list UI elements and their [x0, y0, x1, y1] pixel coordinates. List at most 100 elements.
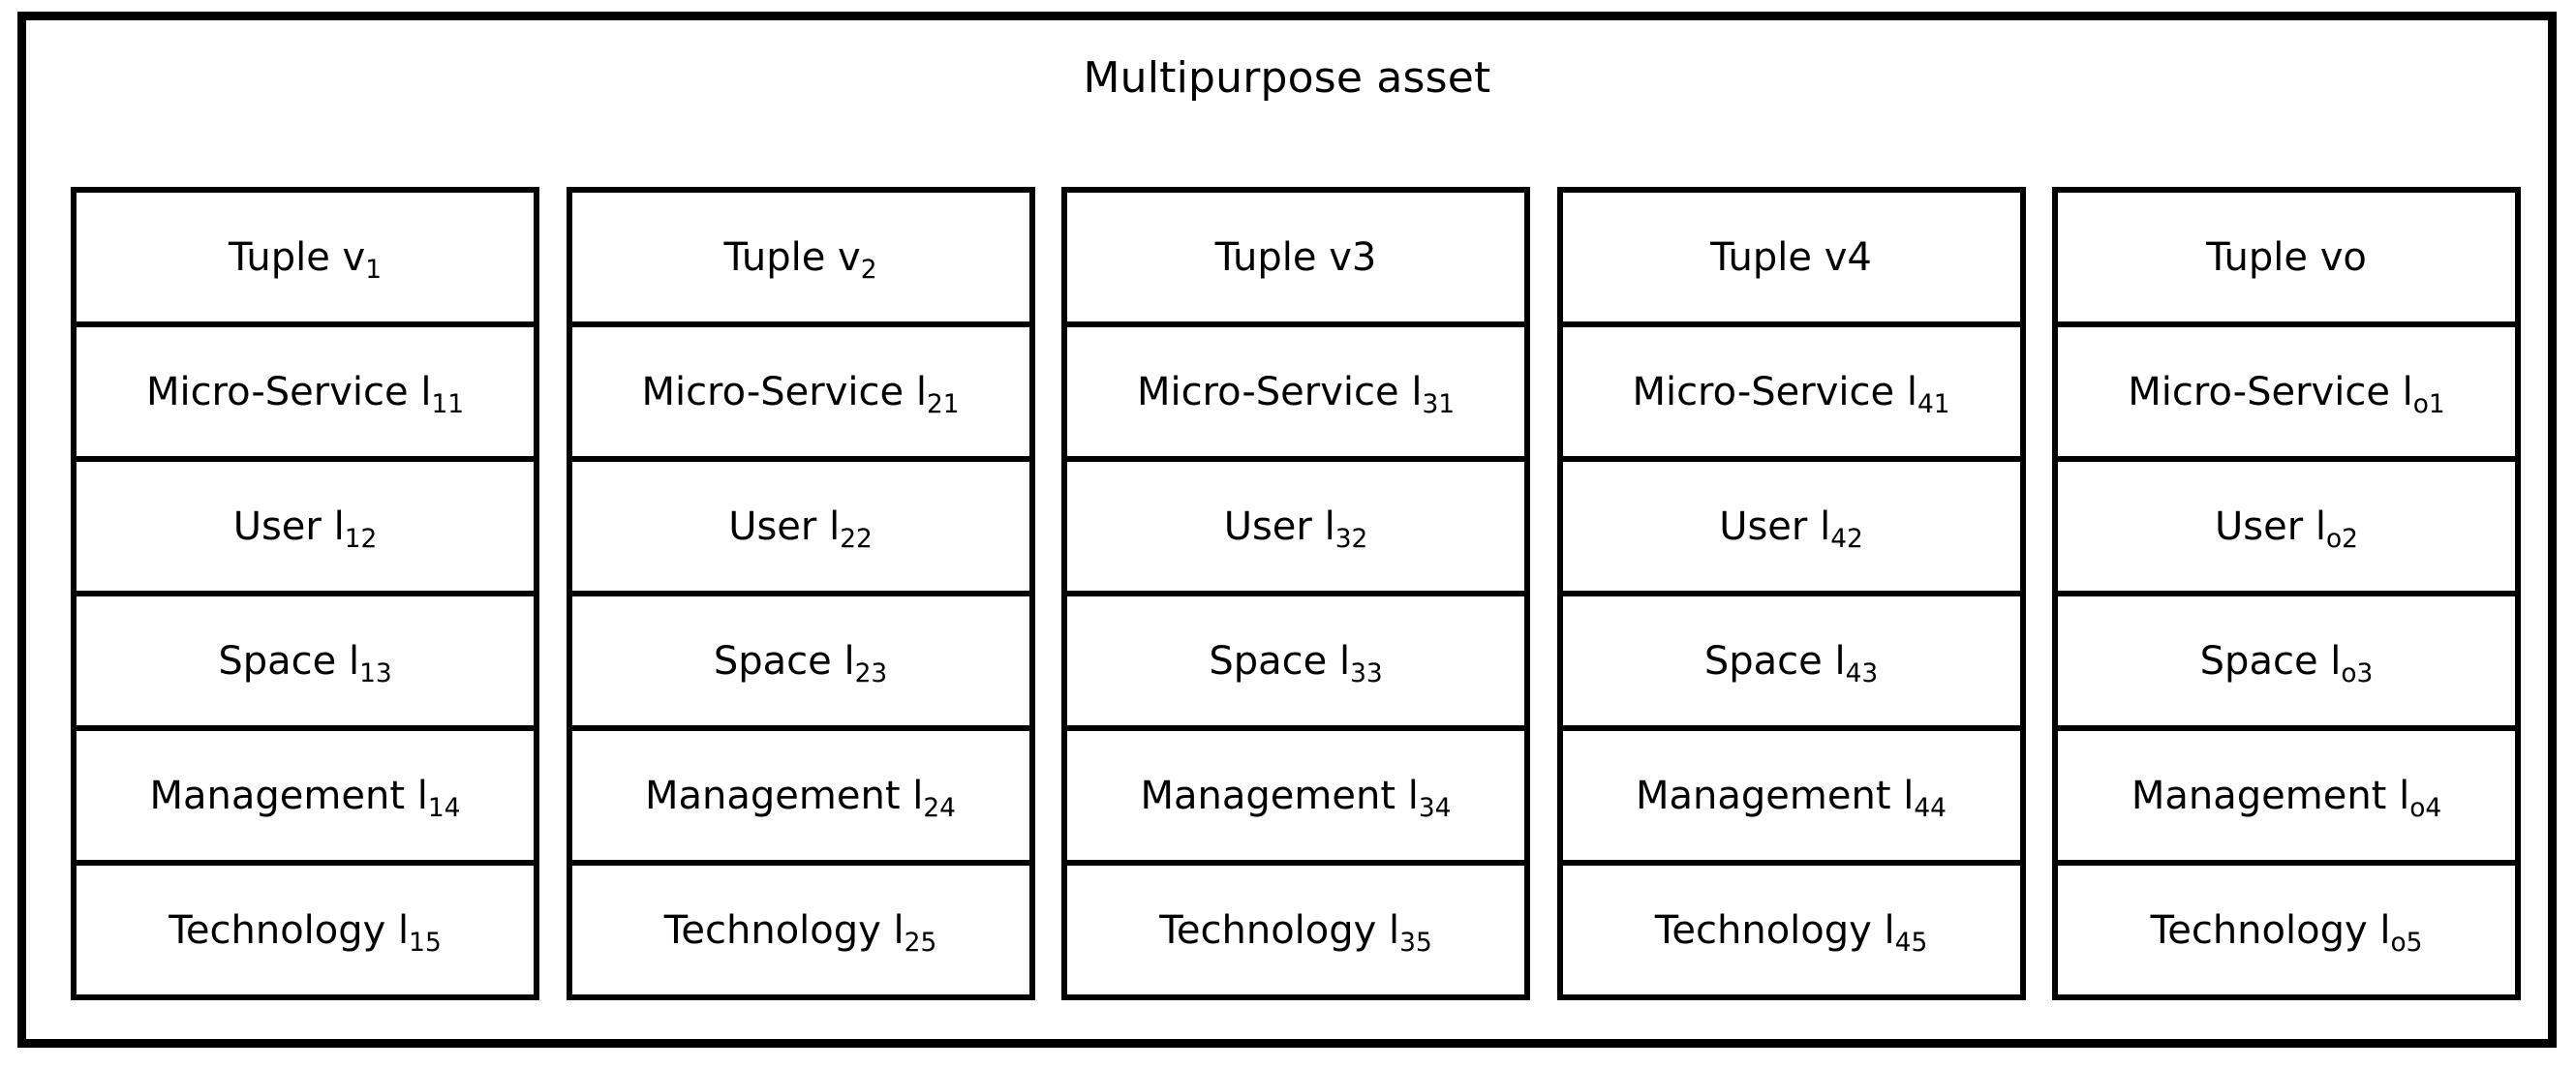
- cell-symbol: l: [1906, 369, 1917, 414]
- cell-label: Tuple v2: [723, 234, 876, 284]
- cell-subscript: 33: [1350, 657, 1383, 688]
- cell-label: Space l13: [218, 638, 391, 687]
- cell-base-text: Tuple: [1214, 234, 1317, 280]
- cell-base-text: Space: [2199, 638, 2318, 684]
- cell-base-text: Management: [1140, 773, 1396, 818]
- cell-label: Technology l35: [1159, 907, 1432, 957]
- cell-subscript: o3: [2341, 657, 2374, 688]
- cell-subscript: 44: [1914, 792, 1947, 823]
- attribute-cell: Technology l45: [1556, 860, 2026, 1000]
- cell-base-text: Micro-Service: [1136, 369, 1399, 414]
- cell-subscript: 41: [1917, 388, 1950, 419]
- attribute-cell: Technology l25: [566, 860, 1035, 1000]
- cell-subscript: 15: [409, 927, 442, 958]
- cell-label: Space l23: [714, 638, 887, 687]
- cell-subscript: 21: [926, 388, 960, 419]
- cell-subscript: 35: [1399, 927, 1432, 958]
- cell-label: Tuple v1: [228, 234, 382, 284]
- cell-symbol: l: [398, 907, 410, 953]
- cell-label: Management l24: [645, 775, 956, 822]
- cell-symbol: l: [420, 369, 432, 414]
- cell-subscript: 2: [860, 254, 877, 285]
- cell-subscript: 23: [854, 657, 888, 688]
- cell-base-text: Space: [1703, 638, 1823, 684]
- cell-label: User lo2: [2215, 504, 2358, 553]
- cell-label: Technology l45: [1655, 909, 1928, 957]
- attribute-cell: Management l14: [71, 725, 539, 866]
- cell-base-text: Micro-Service: [641, 369, 905, 414]
- cell-base-text: Tuple: [228, 234, 330, 280]
- attribute-cell: Micro-Service lo1: [2052, 321, 2521, 462]
- attribute-cell: User l42: [1556, 456, 2026, 596]
- attribute-cell: Technology l35: [1061, 860, 1530, 1000]
- cell-base-text: Micro-Service: [145, 369, 409, 414]
- cell-subscript: 32: [1334, 523, 1368, 554]
- attribute-cell: Technology lo5: [2052, 860, 2521, 1000]
- attribute-cell: Management l24: [566, 725, 1035, 866]
- cell-symbol: v: [838, 234, 861, 280]
- attribute-cell: Micro-Service l11: [71, 321, 539, 462]
- attribute-cell: Management lo4: [2052, 725, 2521, 866]
- cell-symbol: l: [1903, 773, 1915, 818]
- cell-subscript: o2: [2326, 523, 2358, 554]
- cell-subscript: 14: [427, 792, 461, 823]
- cell-subscript: o4: [2409, 792, 2442, 823]
- cell-symbol: l: [2379, 907, 2391, 953]
- cell-symbol: l: [843, 638, 855, 684]
- tuple-header-cell: Tuple vo: [2052, 187, 2521, 327]
- cell-subscript: o5: [2390, 927, 2423, 958]
- cell-base-text: Technology: [663, 907, 881, 953]
- cell-base-text: Tuple: [2206, 234, 2308, 280]
- cell-base-text: Space: [218, 638, 337, 684]
- cell-base-text: User: [1719, 504, 1808, 549]
- attribute-cell: Micro-Service l41: [1556, 321, 2026, 462]
- cell-symbol: l: [1407, 773, 1419, 818]
- tuple-header-cell: Tuple v4: [1556, 187, 2026, 327]
- attribute-cell: Space l23: [566, 591, 1035, 731]
- cell-label: User l32: [1223, 504, 1368, 553]
- cell-symbol: l: [1324, 504, 1335, 549]
- cell-label: Space l33: [1209, 638, 1382, 687]
- attribute-cell: User l32: [1061, 456, 1530, 596]
- cell-label: Management lo4: [2131, 775, 2441, 822]
- cell-label: Technology l15: [169, 907, 442, 957]
- cell-base-text: Space: [1209, 638, 1328, 684]
- cell-label: Management l44: [1636, 773, 1947, 822]
- cell-subscript: 45: [1894, 927, 1928, 958]
- cell-symbol: l: [416, 773, 428, 818]
- cell-label: Management l14: [150, 773, 461, 822]
- cell-symbol: l: [1820, 504, 1831, 549]
- tuple-header-cell: Tuple v2: [566, 187, 1035, 327]
- cell-label: Micro-Service l31: [1136, 369, 1455, 418]
- cell-label: Tuple vo: [2206, 236, 2367, 279]
- cell-subscript: o1: [2412, 388, 2445, 419]
- cell-label: Micro-Service l11: [145, 369, 464, 418]
- cell-label: Micro-Service lo1: [2128, 369, 2444, 418]
- cell-symbol: l: [829, 504, 841, 549]
- cell-subscript: 31: [1422, 388, 1456, 419]
- cell-symbol: l: [1338, 638, 1351, 684]
- cell-subscript: 12: [344, 523, 378, 554]
- cell-label: Space l43: [1703, 638, 1878, 687]
- cell-base-text: User: [1223, 504, 1312, 549]
- cell-base-text: Micro-Service: [2128, 369, 2390, 414]
- cell-symbol: l: [348, 638, 360, 684]
- cell-base-text: User: [232, 504, 322, 549]
- cell-label: Tuple v4: [1710, 236, 1872, 279]
- cell-symbol: l: [1834, 638, 1846, 684]
- cell-base-text: Technology: [2150, 907, 2368, 953]
- cell-symbol: l: [2315, 504, 2327, 549]
- cell-symbol: l: [1389, 907, 1400, 953]
- cell-label: Micro-Service l21: [641, 369, 959, 418]
- cell-symbol: v: [342, 234, 366, 280]
- attribute-cell: Micro-Service l31: [1061, 321, 1530, 462]
- cell-subscript: 42: [1830, 523, 1863, 554]
- attribute-cell: Space l33: [1061, 591, 1530, 731]
- attribute-cell: Space lo3: [2052, 591, 2521, 731]
- cell-subscript: 22: [840, 523, 873, 554]
- cell-subscript: 11: [431, 388, 465, 419]
